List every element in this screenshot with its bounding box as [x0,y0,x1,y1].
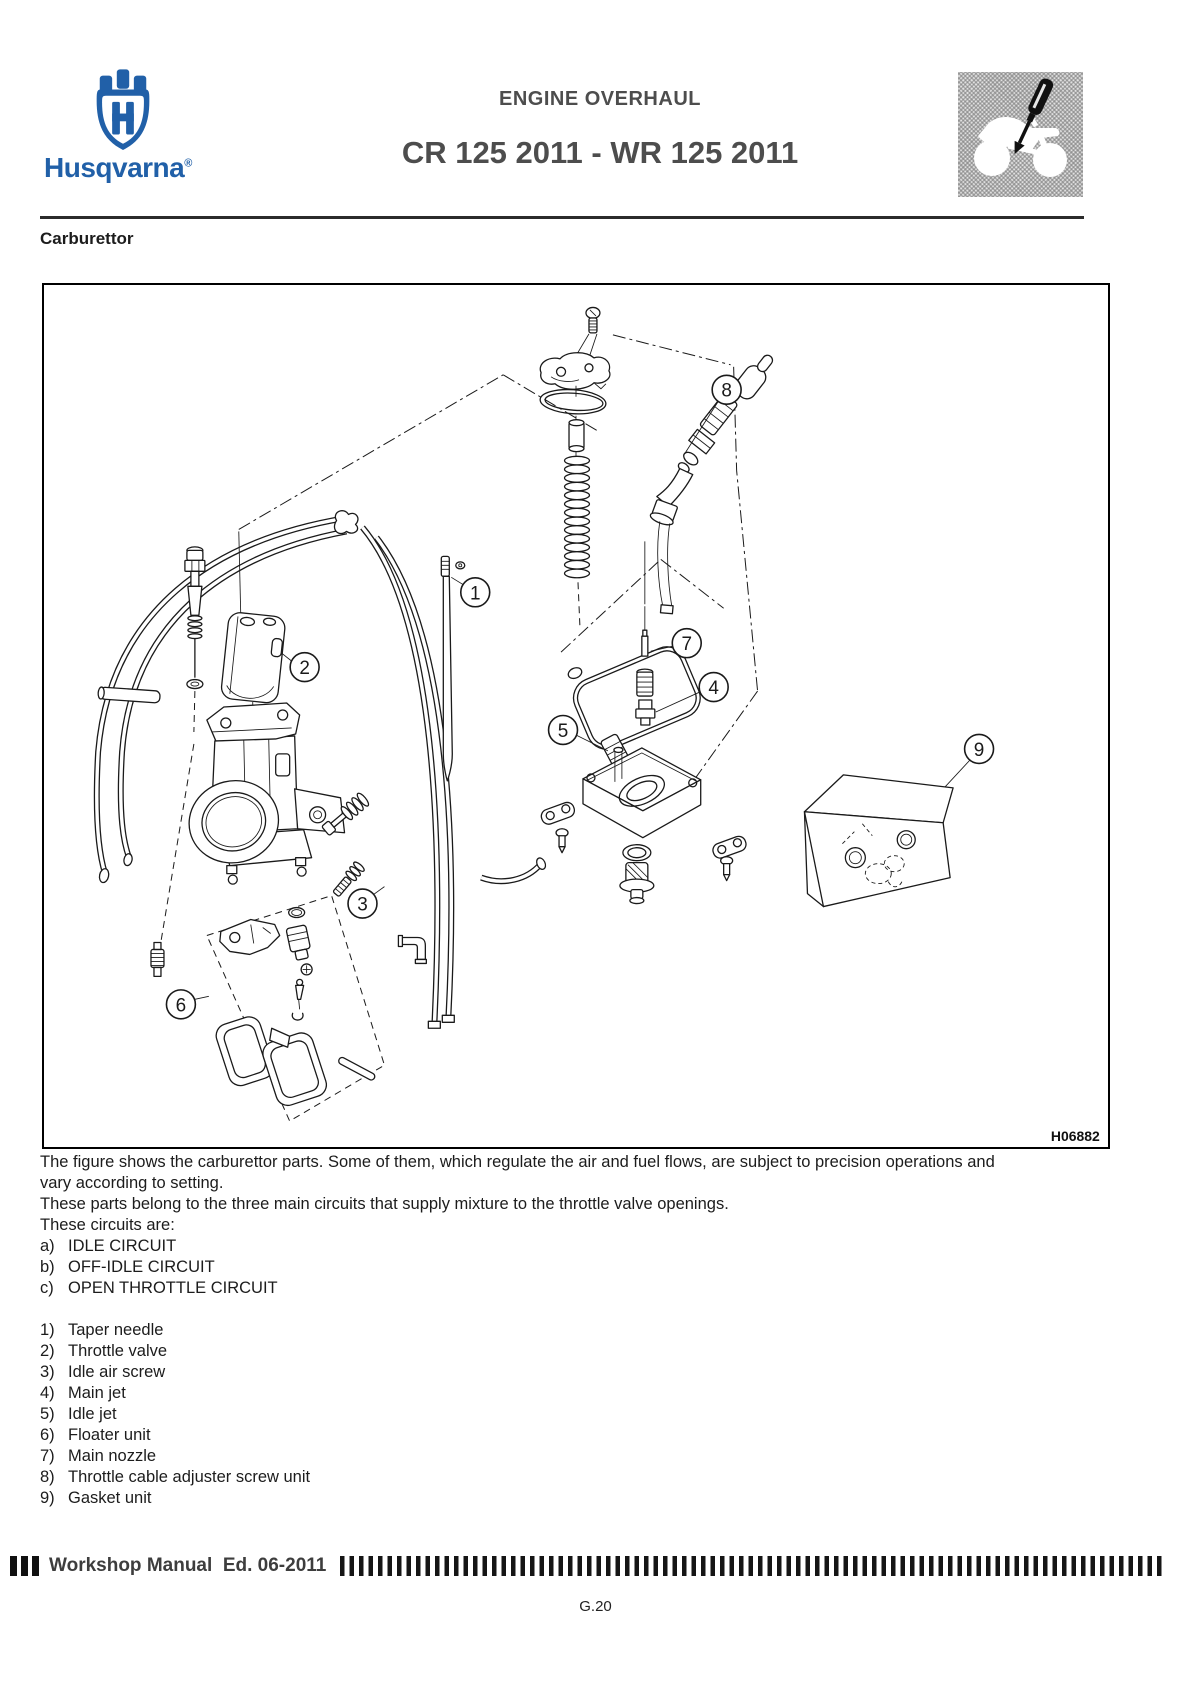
svg-text:4: 4 [708,678,719,699]
intro-line: These parts belong to the three main cir… [40,1195,729,1213]
part-key: 6) [40,1426,55,1444]
circuit-key: b) [40,1258,55,1276]
part-key: 4) [40,1384,55,1402]
header-titles: ENGINE OVERHAUL CR 125 2011 - WR 125 201… [330,88,870,171]
part-key: 9) [40,1489,55,1507]
callout-4: 4 [698,671,729,703]
adjuster-spring-screw [321,792,370,836]
screwdriver-icon [1014,78,1054,155]
choke-plunger-group [184,546,206,690]
page-number: G.20 [579,1598,612,1615]
throttle-valve-part [220,612,286,704]
part-key: 8) [40,1468,55,1486]
part-item: 7) Main nozzle [40,1446,1165,1467]
callout-8: 8 [711,374,742,406]
intro-line: These circuits are: [40,1216,175,1234]
callout-2: 2 [289,651,320,683]
taper-needle-part [440,555,466,782]
svg-text:6: 6 [176,995,187,1016]
motorcycle-service-icon [958,72,1083,197]
gasket-kit-envelope [803,774,954,908]
throttle-valve-spring [563,455,591,629]
part-item: 4) Main jet [40,1383,1165,1404]
carburettor-body [188,702,427,965]
part-label: Throttle cable adjuster screw unit [68,1468,311,1486]
model-title: CR 125 2011 - WR 125 2011 [401,135,799,170]
callout-7: 7 [671,627,703,659]
part-item: 2) Throttle valve [40,1341,1165,1362]
callout-pointers [194,400,971,1000]
svg-text:2: 2 [299,658,310,679]
part-label: Idle air screw [68,1363,166,1381]
part-key: 2) [40,1342,55,1360]
floater-unit-group [150,894,386,1122]
svg-text:8: 8 [721,381,732,402]
part-item: 1) Taper needle [40,1320,1165,1341]
intro-line: The figure shows the carburettor parts. … [40,1153,995,1171]
circuit-item: b) OFF-IDLE CIRCUIT [40,1257,1165,1278]
part-label: Main jet [68,1384,126,1402]
description-block: The figure shows the carburettor parts. … [40,1152,1165,1509]
svg-text:5: 5 [558,721,569,742]
svg-text:3: 3 [357,895,368,916]
valve-cover-group [539,306,611,457]
footer-barcode-decoration [340,1556,1165,1576]
part-item: 9) Gasket unit [40,1488,1165,1509]
brand-wordmark: Husqvarna® [44,152,244,184]
idle-air-screw-part [332,861,365,897]
callout-9: 9 [963,733,995,765]
husqvarna-crown-logo [96,69,150,150]
circuit-item: a) IDLE CIRCUIT [40,1236,1165,1257]
figure-code: H06882 [1051,1128,1100,1144]
svg-text:1: 1 [470,583,481,604]
circuit-label: OPEN THROTTLE CIRCUIT [68,1279,278,1297]
part-key: 7) [40,1447,55,1465]
part-label: Throttle valve [68,1342,168,1360]
brand-name: Husqvarna [44,152,185,183]
part-key: 5) [40,1405,55,1423]
intro-line: vary according to setting. [40,1174,224,1192]
circuit-label: IDLE CIRCUIT [68,1237,177,1255]
carburettor-diagram: 1 2 3 4 5 6 7 8 9 H06882 [93,306,1100,1144]
part-label: Idle jet [68,1405,117,1423]
callout-1: 1 [459,577,491,608]
callout-5: 5 [547,714,579,746]
part-item: 8) Throttle cable adjuster screw unit [40,1467,1165,1488]
circuit-label: OFF-IDLE CIRCUIT [68,1258,215,1276]
part-item: 6) Floater unit [40,1425,1165,1446]
footer-label: Workshop Manual Ed. 06-2011 [49,1555,327,1576]
circuit-key: a) [40,1237,55,1255]
svg-text:7: 7 [681,634,692,655]
section-title: ENGINE OVERHAUL [499,88,701,110]
float-bowl-group [540,746,747,905]
part-label: Taper needle [68,1321,164,1339]
part-key: 3) [40,1363,55,1381]
circuit-key: c) [40,1279,54,1297]
registered-mark: ® [184,157,192,170]
part-label: Main nozzle [68,1447,157,1465]
callout-3: 3 [347,888,378,919]
motorcycle-screwdriver-icon [974,78,1067,177]
footer-bar: Workshop Manual Ed. 06-2011 [10,1554,1165,1578]
part-label: Gasket unit [68,1489,152,1507]
part-label: Floater unit [68,1426,151,1444]
header-divider [40,216,1084,219]
svg-text:9: 9 [974,740,985,761]
part-item: 5) Idle jet [40,1404,1165,1425]
part-key: 1) [40,1321,55,1339]
part-item: 3) Idle air screw [40,1362,1165,1383]
carburettor-exploded-figure: 1 2 3 4 5 6 7 8 9 H06882 [42,283,1110,1149]
circuit-item: c) OPEN THROTTLE CIRCUIT [40,1278,1165,1299]
callout-6: 6 [165,989,197,1020]
page-title: Carburettor [40,229,134,248]
footer-left-bars-icon [10,1556,39,1576]
